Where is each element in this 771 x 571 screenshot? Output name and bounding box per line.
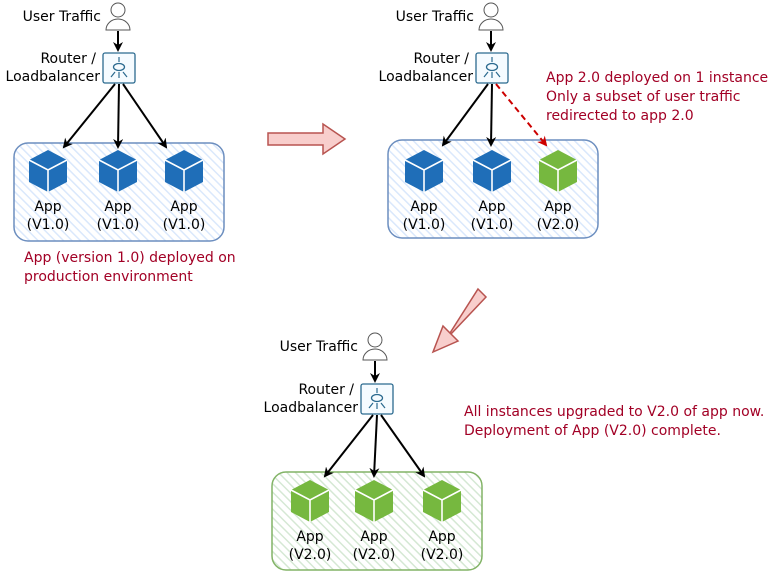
app-version-label: (V1.0) <box>403 217 446 233</box>
traffic-arrow <box>486 83 497 147</box>
stage-note: App (version 1.0) deployed on <box>24 250 236 266</box>
cube-icon <box>290 480 330 522</box>
load-balancer-icon <box>360 383 394 415</box>
user-traffic-label: User Traffic <box>23 9 101 25</box>
app-version-label: (V2.0) <box>289 547 332 563</box>
app-name-label: App <box>104 199 131 215</box>
router-label: Router / <box>298 382 354 398</box>
app-name-label: App <box>544 199 571 215</box>
cube-icon <box>98 150 138 192</box>
traffic-arrow <box>62 83 116 149</box>
app-name-label: App <box>410 199 437 215</box>
app-instance: App (V2.0) <box>537 150 580 233</box>
stage-note: production environment <box>24 269 193 285</box>
app-instance: App (V2.0) <box>353 480 396 563</box>
traffic-arrow <box>380 414 426 478</box>
cube-icon <box>472 150 512 192</box>
app-instance: App (V2.0) <box>289 480 332 563</box>
stage-note: Deployment of App (V2.0) complete. <box>464 423 721 439</box>
traffic-arrow <box>369 414 380 478</box>
user-traffic-label: User Traffic <box>396 9 474 25</box>
app-name-label: App <box>478 199 505 215</box>
user-traffic-label: User Traffic <box>280 339 358 355</box>
user-icon <box>362 332 388 361</box>
app-version-label: (V2.0) <box>421 547 464 563</box>
traffic-arrow <box>441 83 489 147</box>
load-balancer-icon <box>102 52 136 84</box>
traffic-arrow <box>113 83 124 149</box>
cube-icon <box>164 150 204 192</box>
stage-note: Only a subset of user traffic <box>546 89 740 105</box>
app-version-label: (V1.0) <box>163 217 206 233</box>
cube-icon <box>404 150 444 192</box>
loadbalancer-label: Loadbalancer <box>6 69 101 85</box>
app-name-label: App <box>34 199 61 215</box>
app-instance: App (V1.0) <box>27 150 70 233</box>
router-label: Router / <box>40 51 96 67</box>
user-icon <box>478 2 504 31</box>
traffic-arrow <box>323 414 374 478</box>
stage-note: App 2.0 deployed on 1 instance <box>546 70 768 86</box>
stage-note: redirected to app 2.0 <box>546 108 694 124</box>
app-name-label: App <box>360 529 387 545</box>
loadbalancer-label: Loadbalancer <box>264 400 359 416</box>
app-instance: App (V1.0) <box>471 150 514 233</box>
cube-icon <box>28 150 68 192</box>
app-version-label: (V1.0) <box>97 217 140 233</box>
router-label: Router / <box>413 51 469 67</box>
arrow-icon <box>267 122 347 156</box>
app-name-label: App <box>428 529 455 545</box>
app-instance: App (V1.0) <box>163 150 206 233</box>
transition-arrow-right <box>267 122 347 156</box>
load-balancer-icon <box>475 52 509 84</box>
user-icon <box>105 2 131 31</box>
cube-icon <box>538 150 578 192</box>
stage-note: All instances upgraded to V2.0 of app no… <box>464 404 764 420</box>
app-version-label: (V2.0) <box>537 217 580 233</box>
app-version-label: (V1.0) <box>471 217 514 233</box>
app-instance: App (V2.0) <box>421 480 464 563</box>
app-instance: App (V1.0) <box>403 150 446 233</box>
app-version-label: (V1.0) <box>27 217 70 233</box>
arrow-icon <box>431 287 488 354</box>
app-instance: App (V1.0) <box>97 150 140 233</box>
traffic-arrow <box>122 83 168 149</box>
app-name-label: App <box>170 199 197 215</box>
transition-arrow-down-left <box>431 287 488 354</box>
loadbalancer-label: Loadbalancer <box>379 69 474 85</box>
cube-icon <box>422 480 462 522</box>
app-name-label: App <box>296 529 323 545</box>
cube-icon <box>354 480 394 522</box>
app-version-label: (V2.0) <box>353 547 396 563</box>
canary-traffic-arrow <box>495 83 548 147</box>
